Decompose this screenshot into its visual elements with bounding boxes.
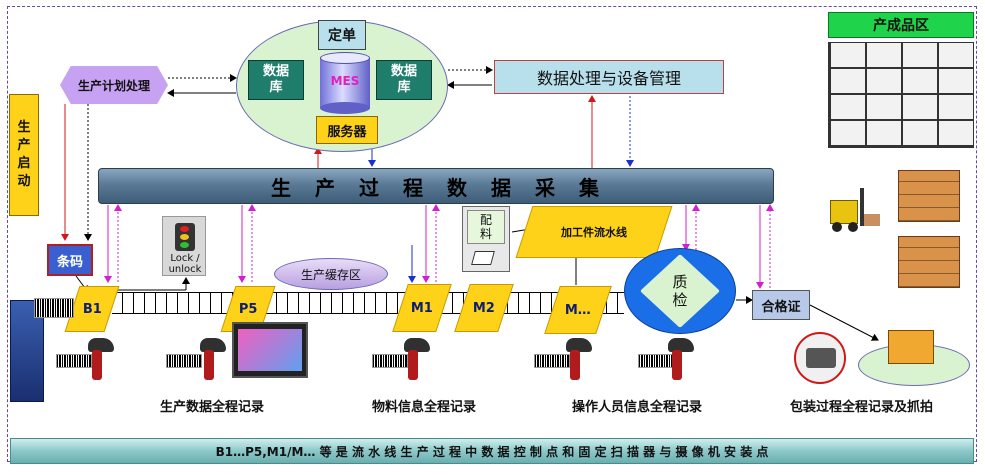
forklift-icon — [826, 186, 880, 232]
caption-packing: 包装过程全程记录及抓拍 — [790, 400, 934, 415]
workpiece-line-box: 加工件流水线 — [515, 206, 673, 258]
warehouse-rack-icon — [828, 42, 974, 148]
footer-note-bar: B1…P5,M1/M… 等 是 流 水 线 生 产 过 程 中 数 据 控 制 … — [10, 438, 974, 464]
scanner-icon-1 — [88, 338, 114, 352]
conveyor-line — [112, 292, 624, 314]
start-char-2: 产 — [17, 138, 31, 153]
scanner-grip-icon-1 — [92, 350, 102, 380]
qc-char-2: 检 — [672, 291, 688, 309]
buffer-zone: 生产缓存区 — [274, 258, 388, 290]
monitor-screen-icon — [232, 322, 308, 378]
start-char-1: 生 — [17, 120, 31, 135]
data-collection-bar: 生 产 过 程 数 据 采 集 — [98, 168, 774, 204]
camera-icon — [794, 332, 846, 384]
database-right-line2: 库 — [397, 80, 411, 95]
barcode-box: 条码 — [47, 244, 93, 276]
finished-zone-label: 产成品区 — [828, 12, 974, 38]
caption-material: 物料信息全程记录 — [372, 400, 477, 415]
barcode-sample-icon-3 — [372, 354, 408, 368]
database-left: 数据 库 — [248, 60, 304, 100]
scanner-grip-icon-5 — [672, 350, 682, 380]
order-box: 定单 — [318, 20, 366, 50]
scanner-grip-icon-3 — [408, 350, 418, 380]
package-box-icon — [888, 330, 934, 364]
mes-cylinder-icon: MES — [320, 52, 370, 114]
certificate-box: 合格证 — [752, 290, 810, 320]
lock-label: Lock / — [170, 253, 200, 264]
data-management-box: 数据处理与设备管理 — [494, 60, 724, 94]
material-box: 配 料 — [462, 206, 510, 272]
material-label: 配 料 — [467, 210, 505, 244]
production-plan-box: 生产计划处理 — [60, 66, 168, 104]
traffic-light-icon: Lock / unlock — [162, 216, 206, 276]
scanner-icon-4 — [566, 338, 592, 352]
scanner-grip-icon-4 — [570, 350, 580, 380]
scanner-icon-5 — [668, 338, 694, 352]
start-production-box: 生 产 启 动 — [9, 94, 39, 216]
pallet-boxes-icon-2 — [898, 236, 960, 288]
database-left-line1: 数据 — [262, 64, 289, 79]
barcode-sample-icon-2 — [166, 354, 202, 368]
barcode-sample-icon-4 — [534, 354, 570, 368]
unlock-label: unlock — [168, 264, 202, 275]
label-stack-icon — [34, 298, 74, 318]
database-left-line2: 库 — [269, 80, 283, 95]
scanner-grip-icon-2 — [204, 350, 214, 380]
barcode-sample-icon-1 — [56, 354, 92, 368]
database-right-line1: 数据 — [390, 64, 417, 79]
caption-production: 生产数据全程记录 — [160, 400, 265, 415]
mes-label: MES — [330, 74, 360, 88]
material-part-icon — [471, 251, 495, 265]
pallet-boxes-icon-1 — [898, 170, 960, 222]
barcode-sample-icon-5 — [638, 354, 674, 368]
qc-char-1: 质 — [672, 273, 688, 291]
server-box: 服务器 — [316, 116, 378, 144]
start-char-3: 启 — [17, 156, 31, 171]
scanner-icon-2 — [200, 338, 226, 352]
start-char-4: 动 — [17, 174, 31, 189]
scanner-icon-3 — [404, 338, 430, 352]
database-right: 数据 库 — [376, 60, 432, 100]
material-char-1: 配 — [479, 213, 492, 227]
caption-operator: 操作人员信息全程记录 — [572, 400, 703, 415]
material-char-2: 料 — [479, 227, 492, 241]
